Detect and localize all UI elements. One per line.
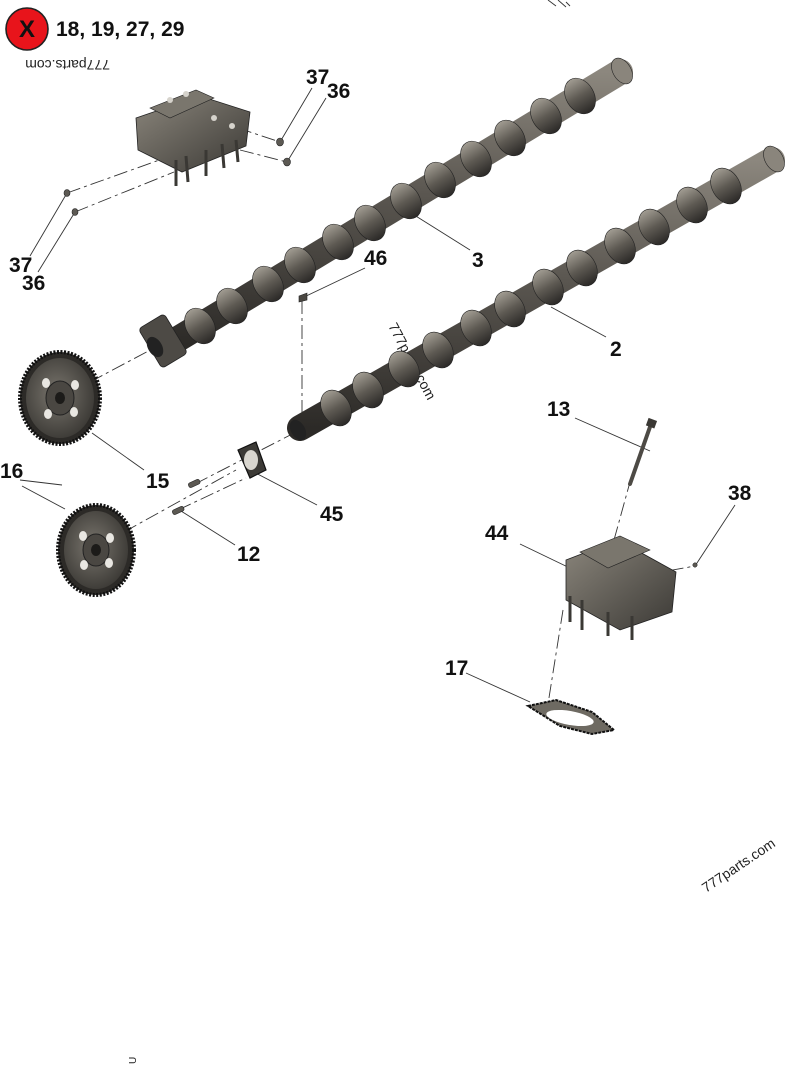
excluded-x-icon	[5, 7, 49, 51]
camshaft-part-3[interactable]	[138, 54, 637, 368]
callout-12: 12	[237, 543, 260, 566]
key-part-46[interactable]	[298, 292, 308, 303]
callout-44: 44	[485, 522, 509, 545]
footer-mark: U	[128, 1057, 139, 1064]
excluded-parts-list: 18, 19, 27, 29	[56, 18, 184, 41]
gear-part-16[interactable]	[56, 503, 136, 597]
watermark-top-left: 777parts.com	[25, 57, 110, 73]
camshaft-part-2[interactable]	[286, 142, 788, 443]
callout-15: 15	[146, 470, 170, 493]
gasket-part-17[interactable]	[525, 698, 617, 736]
gear-part-15[interactable]	[18, 350, 102, 446]
callout-46: 46	[364, 247, 387, 270]
cylinder-head-upper[interactable]	[135, 89, 251, 186]
callout-37-right: 37	[306, 66, 329, 89]
thrust-plate-part-45[interactable]	[237, 441, 267, 479]
callout-45: 45	[320, 503, 344, 526]
callout-36-right: 36	[327, 80, 350, 103]
plug-part-38[interactable]	[692, 562, 698, 568]
callout-16: 16	[0, 460, 23, 483]
callout-17: 17	[445, 657, 468, 680]
head-bolt-part-13[interactable]	[628, 417, 658, 486]
seal-parts-36-37[interactable]	[63, 137, 291, 216]
callout-36-left: 36	[22, 272, 45, 295]
cylinder-head-part-44[interactable]	[565, 535, 677, 640]
leader-lines	[19, 87, 736, 703]
callout-3: 3	[472, 249, 484, 272]
watermark-bottom-right: 777parts.com	[699, 835, 778, 896]
callout-13: 13	[547, 398, 570, 421]
callout-2: 2	[610, 338, 622, 361]
excluded-x-letter: X	[19, 16, 35, 43]
callout-37-left: 37	[9, 254, 32, 277]
excluded-parts-badge: X 18, 19, 27, 29	[5, 7, 184, 51]
callout-38: 38	[728, 482, 752, 505]
bolt-part-12[interactable]	[172, 479, 201, 516]
callout-labels: 2 3 12 13 15 16 17 36 36 37 37 38 44 45 …	[0, 66, 752, 680]
watermark-fragment-top	[547, 0, 571, 8]
